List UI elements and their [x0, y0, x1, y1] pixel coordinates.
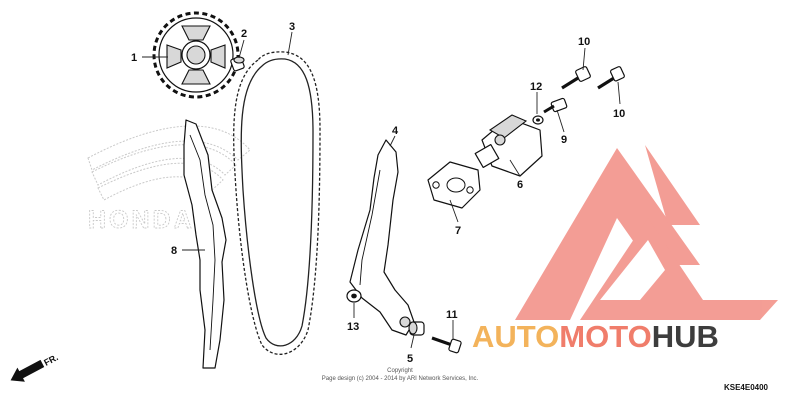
callout-12: 12 [530, 81, 542, 93]
leader-lines [142, 31, 621, 349]
callout-11: 11 [446, 309, 458, 321]
callout-1: 1 [131, 52, 137, 64]
callout-5: 5 [407, 353, 413, 365]
watermark-hub: HUB [652, 319, 719, 354]
tensioner-lifter-part [474, 114, 543, 177]
callout-10-lower: 10 [613, 108, 625, 120]
callout-9: 9 [561, 134, 567, 146]
honda-wing-logo: HONDA [87, 125, 251, 234]
callout-2: 2 [241, 28, 247, 40]
callout-6: 6 [517, 179, 523, 191]
pivot-bolt-part [431, 336, 462, 354]
chain-guide-part [183, 119, 227, 369]
copyright-line-2: Page design (c) 2004 - 2014 by ARI Netwo… [322, 376, 479, 382]
flange-bolt-upper-part [561, 66, 591, 90]
watermark-logo [515, 145, 778, 320]
direction-label: FR. [42, 352, 59, 368]
cam-sprocket-part [152, 11, 240, 99]
callout-13: 13 [347, 321, 359, 333]
callout-4: 4 [392, 125, 399, 137]
tensioner-gasket-part [427, 161, 481, 209]
sprocket-bolt-part [230, 56, 245, 72]
watermark-text: AUTOMOTOHUB [472, 319, 719, 354]
callout-3: 3 [289, 21, 295, 33]
callout-10-upper: 10 [578, 36, 590, 48]
sealing-washer-part [532, 115, 544, 125]
callout-labels: 1 2 3 4 5 6 7 8 9 10 10 11 12 13 [131, 21, 625, 365]
washer-part [346, 289, 362, 303]
plug-bolt-part [543, 97, 568, 114]
flange-bolt-lower-part [597, 66, 625, 90]
watermark-auto: AUTO [472, 319, 559, 354]
diagram-code: KSE4E0400 [724, 383, 769, 392]
tensioner-slipper-part [349, 139, 415, 336]
callout-7: 7 [455, 225, 461, 237]
collar-part [408, 321, 425, 336]
cam-chain-part [233, 51, 321, 355]
front-direction-arrow: FR. [10, 352, 60, 382]
honda-wordmark: HONDA [88, 206, 195, 234]
callout-8: 8 [171, 245, 177, 257]
arrow-icon [10, 359, 45, 382]
watermark-moto: MOTO [559, 319, 651, 354]
copyright-line-1: Copyright [387, 368, 413, 374]
